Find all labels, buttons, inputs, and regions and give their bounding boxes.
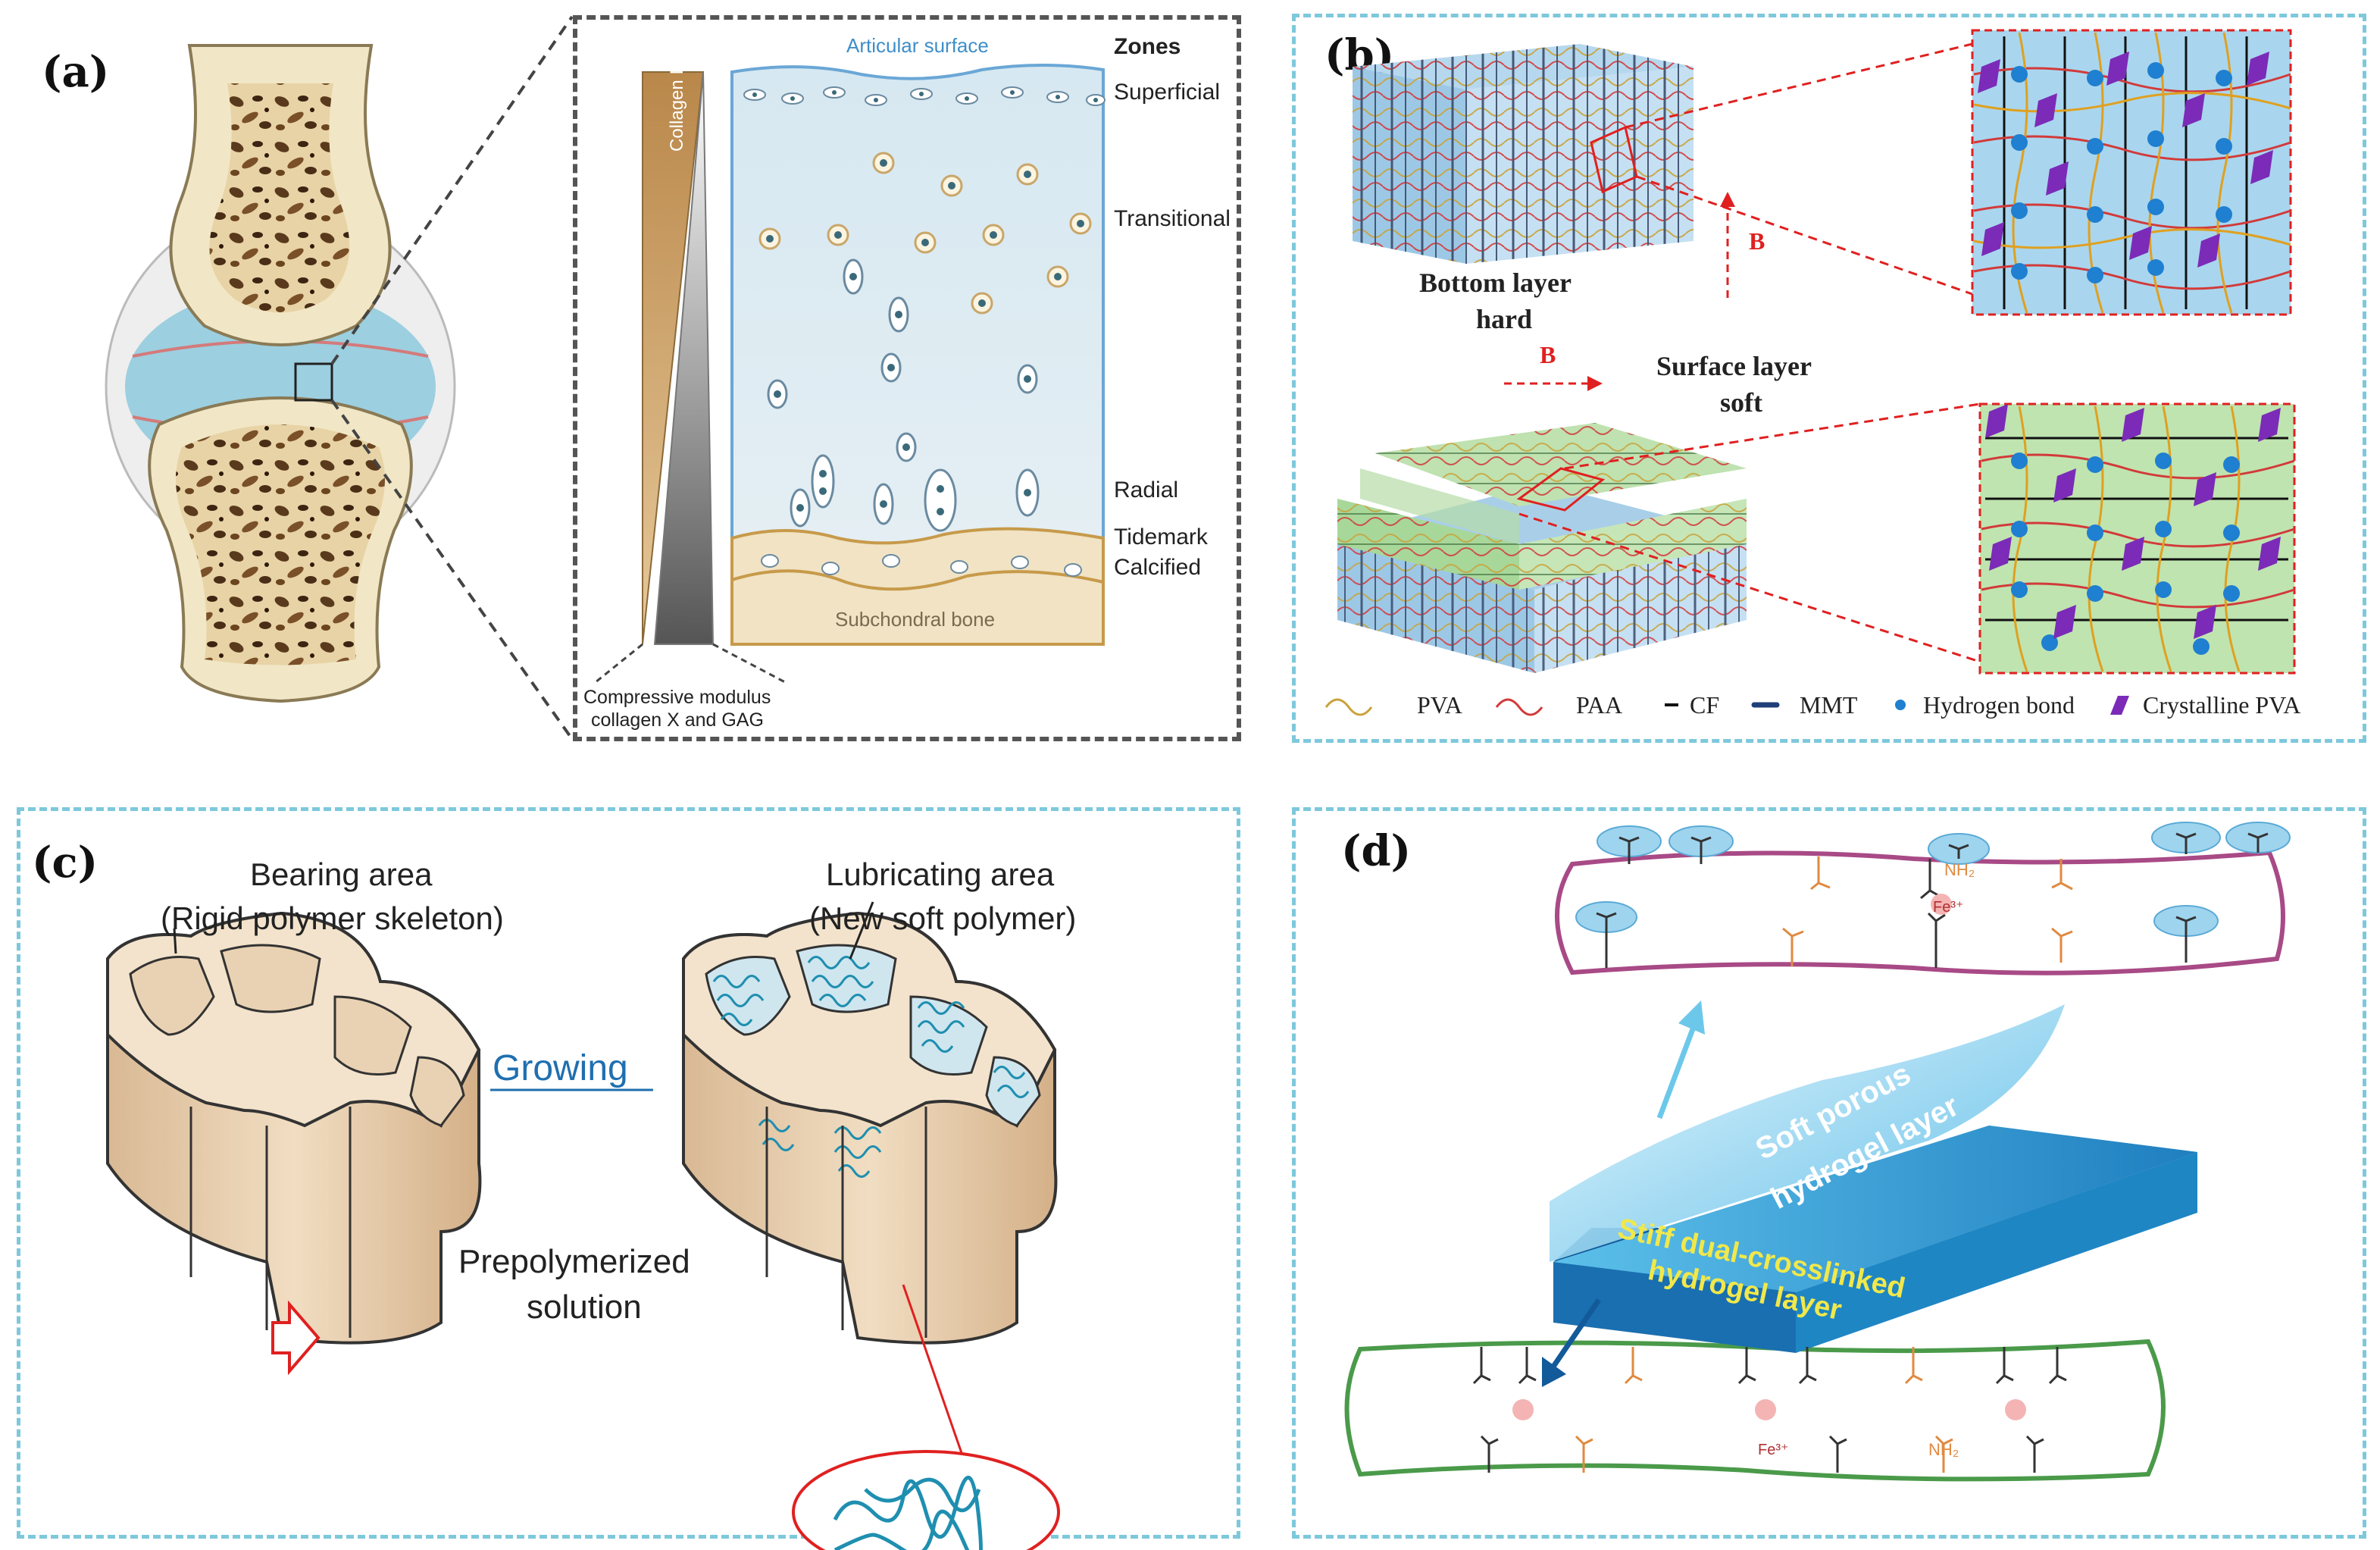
fe-label-bottom-1: Fe³⁺	[1758, 1442, 1789, 1458]
gradient-caption-line2: collagen X and GAG	[591, 709, 764, 731]
prepolymerized-label-line1: Prepolymerized	[458, 1243, 690, 1280]
collagen-ii-label: Collagen II	[667, 64, 687, 152]
arrow-b-label-vertical: B	[1749, 227, 1765, 255]
lubricating-area-label-line1: Lubricating area	[826, 856, 1055, 892]
surface-layer-label-line1: Surface layer	[1656, 351, 1812, 381]
panel-c-label: (c)	[32, 838, 99, 888]
legend-paa: PAA	[1576, 691, 1623, 719]
bottom-layer-label-line1: Bottom layer	[1419, 268, 1572, 298]
legend-hydrogen-bond: Hydrogen bond	[1923, 691, 2075, 719]
bearing-area-label-line1: Bearing area	[250, 856, 433, 892]
amide-label-top: NH₂	[1944, 860, 1975, 879]
bottom-layer-label-line2: hard	[1476, 304, 1533, 334]
arrow-b-label-horizontal: B	[1540, 341, 1556, 368]
zone-transitional: Transitional	[1114, 206, 1231, 231]
legend-paa-swatch	[1495, 698, 1543, 716]
fe-label-top: Fe³⁺	[1933, 899, 1964, 916]
zone-calcified: Calcified	[1114, 555, 1202, 580]
panel-d-label: (d)	[1341, 826, 1412, 876]
panel-b-layer-diagram	[1324, 29, 2296, 716]
zones-title: Zones	[1114, 34, 1181, 59]
subchondral-bone-label: Subchondral bone	[835, 608, 996, 631]
panel-b	[1292, 14, 2366, 743]
panel-d-bilayer-diagram	[1344, 822, 2291, 1482]
legend-mmt: MMT	[1800, 691, 1858, 719]
joint-illustration	[105, 15, 574, 741]
lubricating-area-label-line2: (New soft polymer)	[809, 900, 1077, 936]
legend-crystal-swatch	[2110, 696, 2129, 715]
panel-a-label: (a)	[42, 47, 110, 97]
cartilage-zones-diagram	[595, 64, 1106, 684]
legend-crystalline-pva: Crystalline PVA	[2143, 691, 2301, 719]
zone-radial: Radial	[1114, 478, 1179, 503]
prepolymerized-label-line2: solution	[527, 1289, 642, 1326]
cartilage-zoom-box	[573, 15, 1241, 741]
legend-pva-swatch	[1324, 698, 1373, 716]
lubricated-scaffold-shape	[682, 901, 1058, 1345]
bearing-area-label-line2: (Rigid polymer skeleton)	[161, 900, 504, 936]
legend-cf: CF	[1690, 691, 1720, 719]
articular-surface-label: Articular surface	[846, 34, 989, 57]
legend-hbond-swatch	[1895, 700, 1906, 710]
legend-pva: PVA	[1417, 691, 1462, 719]
gradient-caption-line1: Compressive modulus	[583, 687, 771, 708]
surface-layer-label-line2: soft	[1720, 387, 1762, 418]
amide-label-bottom: NH₂	[1928, 1440, 1959, 1459]
panel-c-scaffold-diagram	[106, 901, 1060, 1550]
growing-label: Growing	[493, 1048, 628, 1088]
rigid-skeleton-shape	[106, 911, 482, 1345]
panel-d	[1292, 807, 2366, 1539]
zone-superficial: Superficial	[1114, 80, 1221, 105]
panel-c	[17, 807, 1240, 1539]
zone-tidemark: Tidemark	[1114, 524, 1208, 550]
